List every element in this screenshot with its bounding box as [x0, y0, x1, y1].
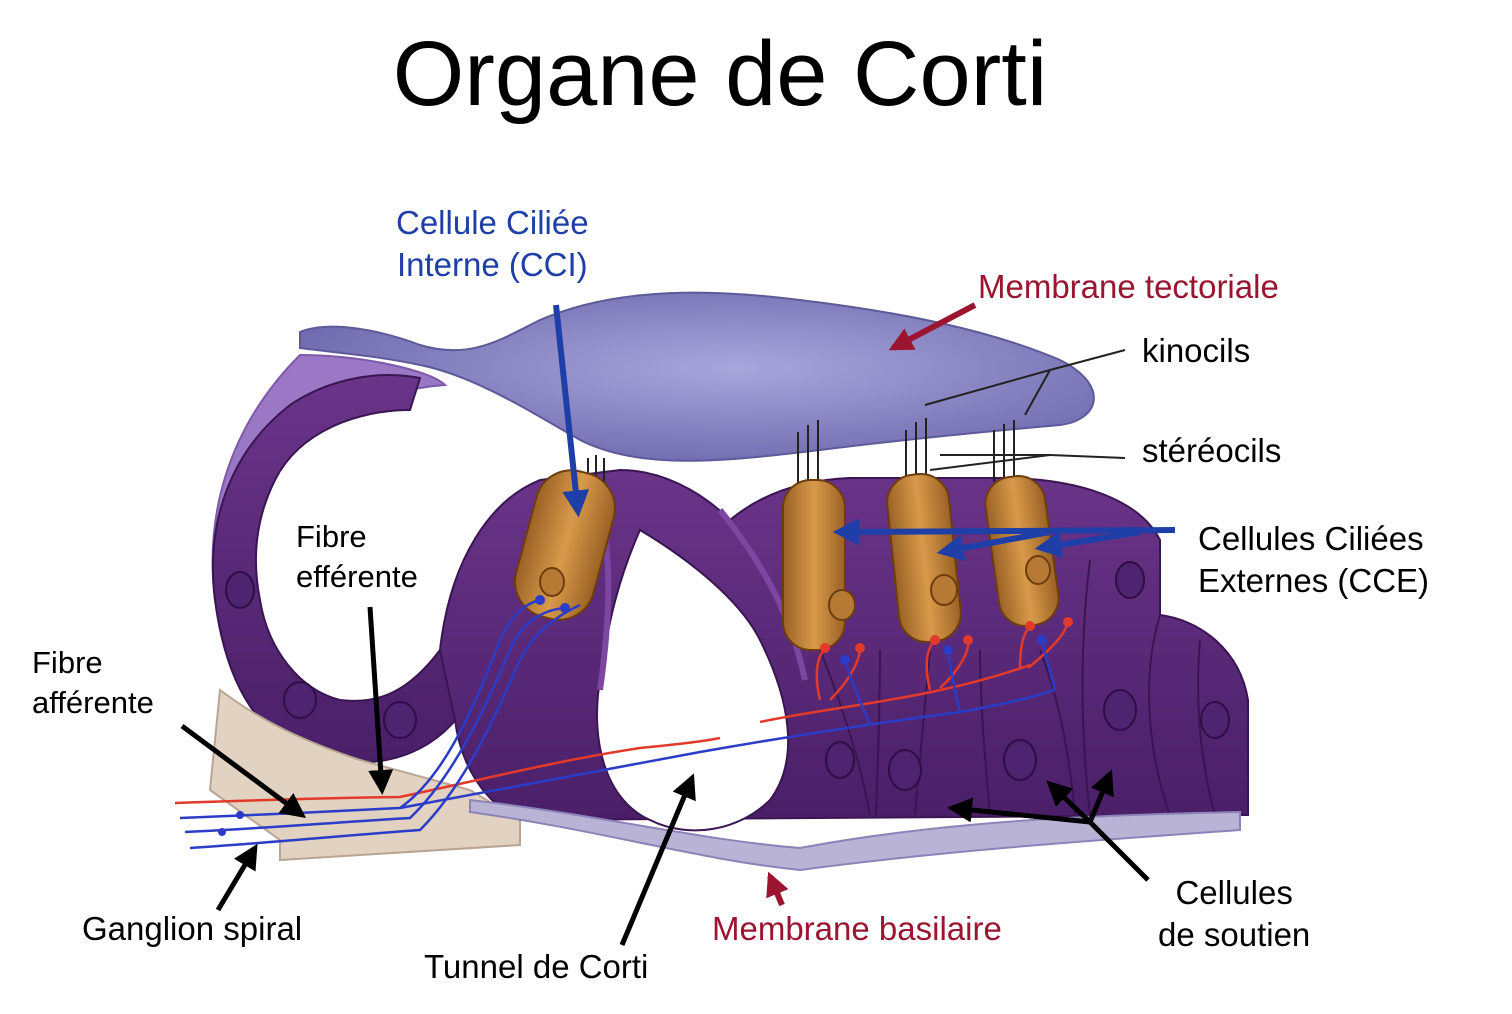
label-stereocils: stéréocils — [1142, 432, 1282, 469]
afferent-fibers — [179, 598, 1057, 850]
label-membrane-tectoriale: Membrane tectoriale — [978, 268, 1279, 305]
stereocilia-bundles — [587, 418, 1015, 485]
red-arrows — [766, 302, 977, 907]
nerve-terminal-dots — [218, 595, 1047, 836]
label-kinocils: kinocils — [1142, 332, 1251, 369]
blue-arrows — [553, 304, 1176, 562]
label-ganglion-spiral: Ganglion spiral — [82, 910, 303, 947]
supporting-cell-nuclei — [225, 561, 1230, 791]
label-membrane-basilaire: Membrane basilaire — [712, 910, 1002, 947]
label-cellules-de-soutien: Cellules de soutien — [1158, 874, 1311, 954]
basilar-membrane — [469, 798, 1241, 872]
inner-hair-cell — [514, 469, 616, 621]
diagram-title: Organe de Corti — [392, 23, 1048, 125]
outer-pillar — [717, 508, 808, 681]
cilia-leader-lines — [924, 349, 1126, 471]
label-fibre-efferente: Fibre efférente — [296, 519, 418, 594]
label-fibre-afferente: Fibre afférente — [32, 645, 154, 720]
efferent-terminal-dots — [820, 617, 1073, 653]
outer-hair-cell-1 — [782, 479, 856, 651]
label-cce: Cellules Ciliées Externes (CCE) — [1198, 520, 1430, 600]
black-arrows — [180, 606, 1150, 946]
label-cci: Cellule Ciliée Interne (CCI) — [396, 204, 589, 284]
supporting-cells — [819, 559, 1216, 816]
label-tunnel-de-corti: Tunnel de Corti — [424, 948, 649, 985]
